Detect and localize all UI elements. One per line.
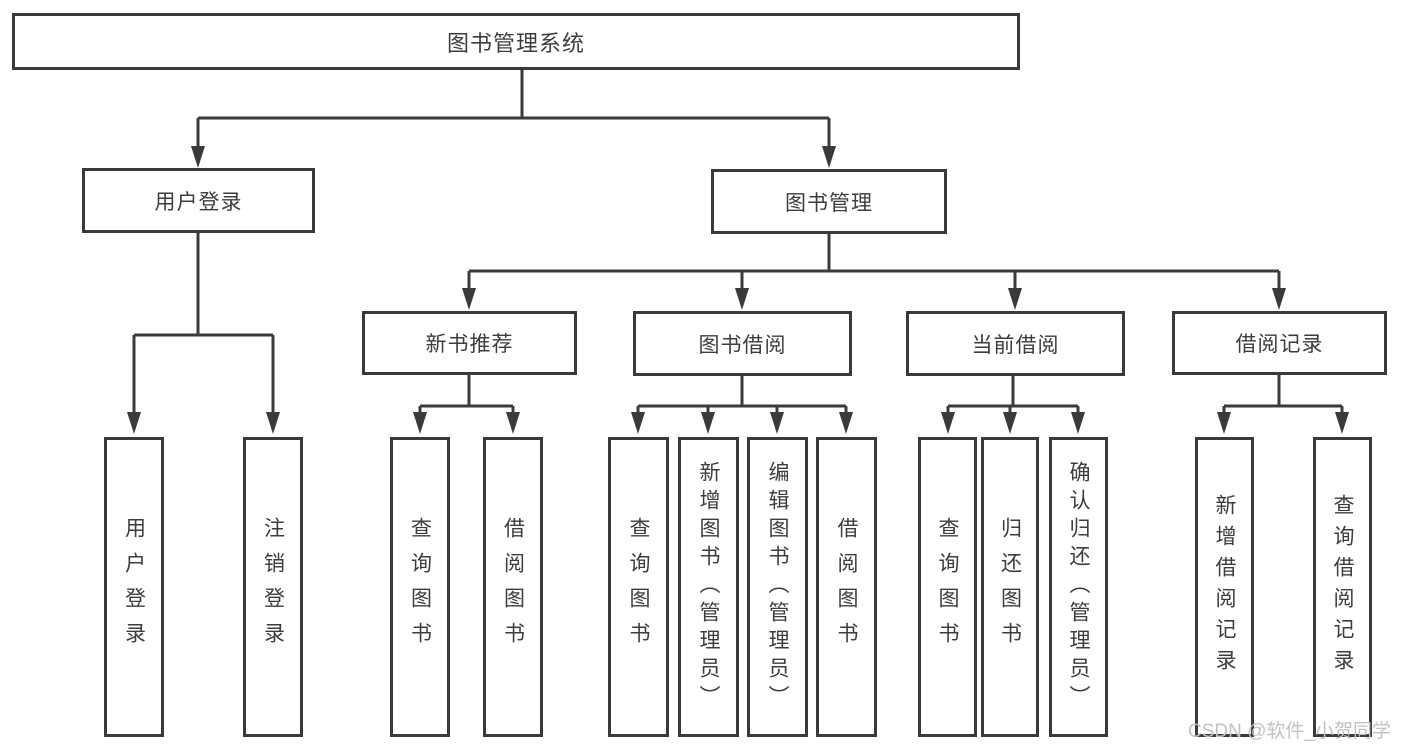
- leaf-add-borrow-record: 新增借阅记录: [1195, 437, 1254, 737]
- arrowhead-icon: [506, 412, 520, 434]
- leaf-borrow-books: 借阅图书: [816, 437, 877, 737]
- node-book-management-label: 图书管理: [785, 191, 873, 215]
- node-root-label: 图书管理系统: [446, 30, 585, 56]
- node-book-management: 图书管理: [711, 169, 947, 234]
- node-root: 图书管理系统: [12, 13, 1020, 70]
- connector-current-borrow-to-leaves: [941, 376, 1085, 434]
- node-new-book-recommend: 新书推荐: [362, 311, 577, 375]
- leaf-user-login-label: 用户登录: [122, 517, 146, 657]
- leaf-query-books-current: 查询图书: [918, 437, 977, 737]
- arrowhead-icon: [1272, 288, 1286, 310]
- leaf-add-book-admin-label: 新增图书（管理员）: [697, 461, 720, 713]
- leaf-query-borrow-record: 查询借阅记录: [1313, 437, 1372, 737]
- leaf-return-book: 归还图书: [981, 437, 1039, 737]
- connector-new-book-to-leaves: [413, 375, 520, 434]
- leaf-logout: 注销登录: [243, 437, 303, 737]
- leaf-user-login: 用户登录: [104, 437, 164, 737]
- leaf-query-borrow-record-label: 查询借阅记录: [1331, 494, 1354, 680]
- node-book-borrow-label: 图书借阅: [698, 333, 787, 357]
- arrowhead-icon: [1335, 412, 1349, 434]
- arrowhead-icon: [839, 412, 853, 434]
- arrowhead-icon: [701, 412, 715, 434]
- leaf-query-books-borrow: 查询图书: [608, 437, 669, 737]
- leaf-return-book-label: 归还图书: [998, 517, 1022, 657]
- arrowhead-icon: [822, 146, 836, 168]
- arrowhead-icon: [127, 412, 141, 434]
- arrowhead-icon: [191, 146, 205, 168]
- leaf-query-books-current-label: 查询图书: [936, 517, 959, 657]
- node-new-book-recommend-label: 新书推荐: [425, 333, 514, 356]
- leaf-borrow-books-label: 借阅图书: [835, 517, 858, 657]
- connector-root-to-level2: [191, 70, 836, 168]
- arrowhead-icon: [413, 412, 427, 434]
- node-book-borrow: 图书借阅: [633, 311, 852, 376]
- arrowhead-icon: [1003, 412, 1017, 434]
- connector-borrow-records-to-leaves: [1217, 375, 1349, 434]
- csdn-watermark: CSDN @软件_小贺同学: [1188, 721, 1391, 742]
- leaf-query-books-recommend: 查询图书: [390, 437, 450, 737]
- connector-book-borrow-to-leaves: [631, 376, 853, 434]
- leaf-add-book-admin: 新增图书（管理员）: [678, 437, 739, 737]
- leaf-confirm-return-admin: 确认归还（管理员）: [1049, 437, 1108, 737]
- arrowhead-icon: [462, 288, 476, 310]
- leaf-logout-label: 注销登录: [261, 517, 285, 657]
- arrowhead-icon: [770, 412, 784, 434]
- arrowhead-icon: [1008, 288, 1022, 310]
- leaf-confirm-return-admin-label: 确认归还（管理员）: [1067, 461, 1090, 713]
- arrowhead-icon: [631, 412, 645, 434]
- leaf-add-borrow-record-label: 新增借阅记录: [1213, 494, 1236, 680]
- node-current-borrow-label: 当前借阅: [971, 333, 1060, 357]
- arrowhead-icon: [1217, 412, 1231, 434]
- arrowhead-icon: [735, 288, 749, 310]
- arrowhead-icon: [941, 412, 955, 434]
- arrowhead-icon: [1071, 412, 1085, 434]
- node-user-login-label: 用户登录: [154, 190, 243, 214]
- node-borrow-records: 借阅记录: [1172, 311, 1387, 375]
- connector-user-login-to-leaves: [127, 233, 280, 434]
- leaf-query-books-recommend-label: 查询图书: [408, 517, 432, 657]
- node-user-login: 用户登录: [82, 168, 315, 233]
- arrowhead-icon: [266, 412, 280, 434]
- node-current-borrow: 当前借阅: [906, 311, 1125, 376]
- leaf-query-books-borrow-label: 查询图书: [627, 517, 650, 657]
- connector-book-management-to-level3: [462, 234, 1286, 310]
- node-borrow-records-label: 借阅记录: [1235, 333, 1324, 356]
- leaf-edit-book-admin: 编辑图书（管理员）: [747, 437, 808, 737]
- leaf-edit-book-admin-label: 编辑图书（管理员）: [766, 461, 789, 713]
- leaf-borrow-books-recommend-label: 借阅图书: [501, 517, 525, 657]
- leaf-borrow-books-recommend: 借阅图书: [483, 437, 543, 737]
